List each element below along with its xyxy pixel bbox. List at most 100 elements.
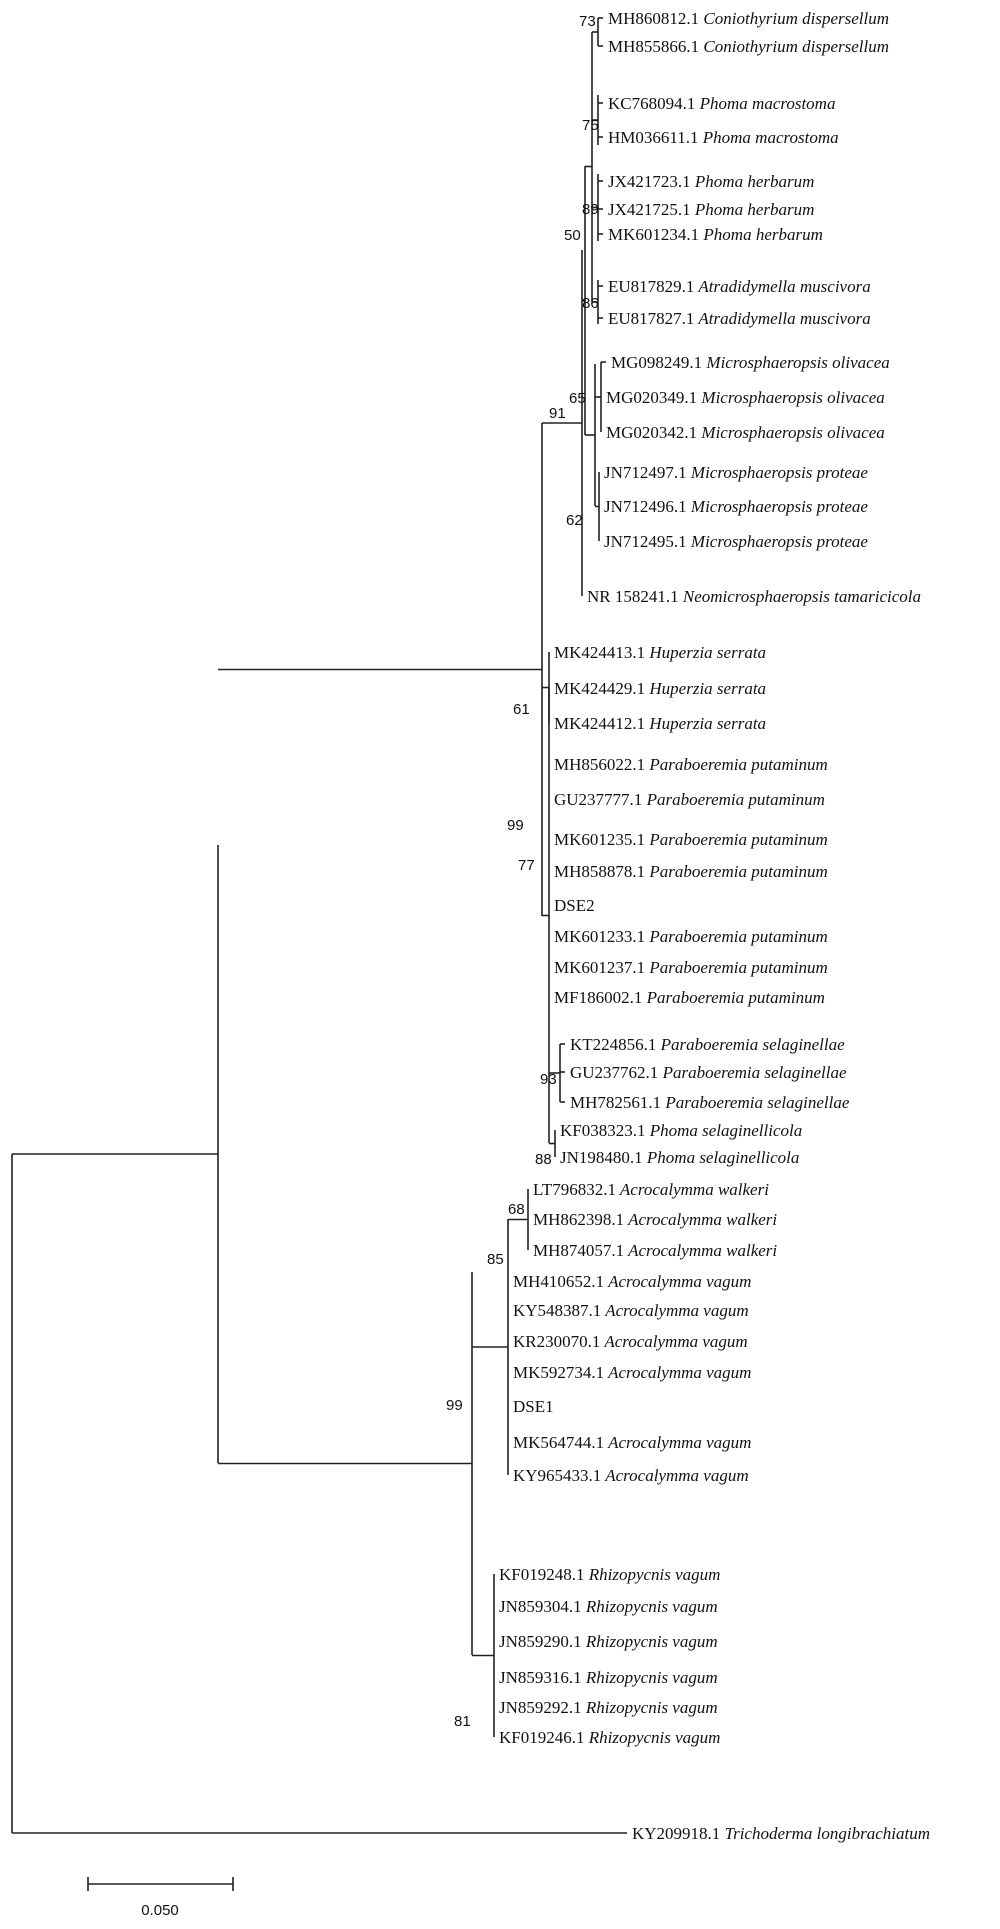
taxon-label: JN712497.1 Microsphaeropsis proteae xyxy=(604,463,868,482)
taxon-label: JN859290.1 Rhizopycnis vagum xyxy=(499,1632,718,1651)
taxon-accession: MH874057.1 xyxy=(533,1241,624,1260)
bootstrap-value: 81 xyxy=(454,1713,471,1730)
taxon-species: Phoma macrostoma xyxy=(699,128,839,147)
bootstrap-value: 85 xyxy=(487,1251,504,1268)
taxon-label: EU817827.1 Atradidymella muscivora xyxy=(608,309,871,328)
taxon-accession: KC768094.1 xyxy=(608,94,695,113)
taxon-species: Microsphaeropsis olivacea xyxy=(697,423,885,442)
taxon-species: Rhizopycnis vagum xyxy=(582,1632,718,1651)
taxon-species: Huperzia serrata xyxy=(645,679,766,698)
taxon-accession: KF019246.1 xyxy=(499,1728,584,1747)
taxon-label: JX421725.1 Phoma herbarum xyxy=(608,200,814,219)
bootstrap-value: 73 xyxy=(579,13,596,30)
taxon-species: Paraboeremia selaginellae xyxy=(656,1035,845,1054)
taxon-species: Acrocalymma walkeri xyxy=(616,1180,769,1199)
taxon-species: Paraboeremia putaminum xyxy=(645,862,828,881)
taxon-species: Acrocalymma vagum xyxy=(604,1272,751,1291)
taxon-accession: NR 158241.1 xyxy=(587,587,679,606)
taxon-species: Acrocalymma vagum xyxy=(601,1466,748,1485)
taxon-accession: MK592734.1 xyxy=(513,1363,604,1382)
taxon-species: Rhizopycnis vagum xyxy=(582,1698,718,1717)
taxon-accession: JX421723.1 xyxy=(608,172,691,191)
bootstrap-value: 88 xyxy=(535,1151,552,1168)
taxon-accession: EU817827.1 xyxy=(608,309,694,328)
taxon-label: MH862398.1 Acrocalymma walkeri xyxy=(533,1210,777,1229)
bootstrap-value: 89 xyxy=(582,201,599,218)
bootstrap-value: 77 xyxy=(518,857,535,874)
taxon-accession: JN198480.1 xyxy=(560,1148,643,1167)
taxon-species: Atradidymella muscivora xyxy=(694,309,870,328)
taxon-species: Microsphaeropsis proteae xyxy=(687,463,869,482)
bootstrap-value: 61 xyxy=(513,701,530,718)
taxon-label: HM036611.1 Phoma macrostoma xyxy=(608,128,839,147)
taxon-accession: JN859290.1 xyxy=(499,1632,582,1651)
taxon-accession: MH858878.1 xyxy=(554,862,645,881)
taxon-label: JN859292.1 Rhizopycnis vagum xyxy=(499,1698,718,1717)
taxon-label: KR230070.1 Acrocalymma vagum xyxy=(513,1332,748,1351)
taxon-label: MK601234.1 Phoma herbarum xyxy=(608,225,823,244)
bootstrap-value: 86 xyxy=(582,295,599,312)
taxon-accession: KF038323.1 xyxy=(560,1121,645,1140)
taxon-species: Microsphaeropsis olivacea xyxy=(702,353,890,372)
taxon-accession: JN712496.1 xyxy=(604,497,687,516)
taxon-labels: MH860812.1 Coniothyrium dispersellumMH85… xyxy=(499,9,930,1843)
taxon-label: KF019246.1 Rhizopycnis vagum xyxy=(499,1728,720,1747)
taxon-label: MK601233.1 Paraboeremia putaminum xyxy=(554,927,828,946)
taxon-label: GU237777.1 Paraboeremia putaminum xyxy=(554,790,825,809)
taxon-label: MH855866.1 Coniothyrium dispersellum xyxy=(608,37,889,56)
taxon-species: Paraboeremia putaminum xyxy=(645,927,828,946)
taxon-accession: JN712495.1 xyxy=(604,532,687,551)
taxon-accession: EU817829.1 xyxy=(608,277,694,296)
taxon-label: JN712496.1 Microsphaeropsis proteae xyxy=(604,497,868,516)
taxon-label: KY209918.1 Trichoderma longibrachiatum xyxy=(632,1824,930,1843)
taxon-label: MK601237.1 Paraboeremia putaminum xyxy=(554,958,828,977)
taxon-accession: MH860812.1 xyxy=(608,9,699,28)
taxon-label: EU817829.1 Atradidymella muscivora xyxy=(608,277,871,296)
taxon-label: MH860812.1 Coniothyrium dispersellum xyxy=(608,9,889,28)
bootstrap-value: 68 xyxy=(508,1201,525,1218)
bootstrap-value: 91 xyxy=(549,405,566,422)
taxon-species: Paraboeremia putaminum xyxy=(645,958,828,977)
taxon-species: Huperzia serrata xyxy=(645,714,766,733)
bootstrap-value: 99 xyxy=(446,1397,463,1414)
taxon-accession: HM036611.1 xyxy=(608,128,699,147)
taxon-accession: KF019248.1 xyxy=(499,1565,584,1584)
taxon-accession: JN859304.1 xyxy=(499,1597,582,1616)
taxon-accession: MH782561.1 xyxy=(570,1093,661,1112)
taxon-accession: KY548387.1 xyxy=(513,1301,601,1320)
taxon-accession: KR230070.1 xyxy=(513,1332,600,1351)
taxon-label: DSE2 xyxy=(554,896,595,915)
taxon-accession: MK424412.1 xyxy=(554,714,645,733)
taxon-species: Acrocalymma vagum xyxy=(600,1332,747,1351)
taxon-species: Phoma herbarum xyxy=(691,172,815,191)
taxon-label: NR 158241.1 Neomicrosphaeropsis tamarici… xyxy=(587,587,921,606)
taxon-species: Paraboeremia putaminum xyxy=(642,988,825,1007)
taxon-label: KC768094.1 Phoma macrostoma xyxy=(608,94,835,113)
taxon-label: MH874057.1 Acrocalymma walkeri xyxy=(533,1241,777,1260)
taxon-species: Acrocalymma walkeri xyxy=(624,1210,777,1229)
taxon-species: Paraboeremia selaginellae xyxy=(661,1093,850,1112)
taxon-label: MH410652.1 Acrocalymma vagum xyxy=(513,1272,751,1291)
taxon-label: JN859304.1 Rhizopycnis vagum xyxy=(499,1597,718,1616)
taxon-label: DSE1 xyxy=(513,1397,554,1416)
taxon-species: Acrocalymma vagum xyxy=(601,1301,748,1320)
taxon-species: Coniothyrium dispersellum xyxy=(699,37,889,56)
taxon-accession: JN712497.1 xyxy=(604,463,687,482)
taxon-species: Rhizopycnis vagum xyxy=(584,1728,720,1747)
taxon-label: JX421723.1 Phoma herbarum xyxy=(608,172,814,191)
taxon-label: JN198480.1 Phoma selaginellicola xyxy=(560,1148,799,1167)
taxon-accession: MK601237.1 xyxy=(554,958,645,977)
taxon-species: Acrocalymma vagum xyxy=(604,1363,751,1382)
taxon-species: Atradidymella muscivora xyxy=(694,277,870,296)
taxon-accession: MK424429.1 xyxy=(554,679,645,698)
taxon-species: Phoma selaginellicola xyxy=(643,1148,800,1167)
taxon-species: Acrocalymma vagum xyxy=(604,1433,751,1452)
taxon-accession: GU237762.1 xyxy=(570,1063,658,1082)
taxon-species: Phoma macrostoma xyxy=(695,94,835,113)
taxon-label: KF038323.1 Phoma selaginellicola xyxy=(560,1121,802,1140)
taxon-accession: MH855866.1 xyxy=(608,37,699,56)
taxon-accession: MK564744.1 xyxy=(513,1433,604,1452)
taxon-label: MK424429.1 Huperzia serrata xyxy=(554,679,766,698)
